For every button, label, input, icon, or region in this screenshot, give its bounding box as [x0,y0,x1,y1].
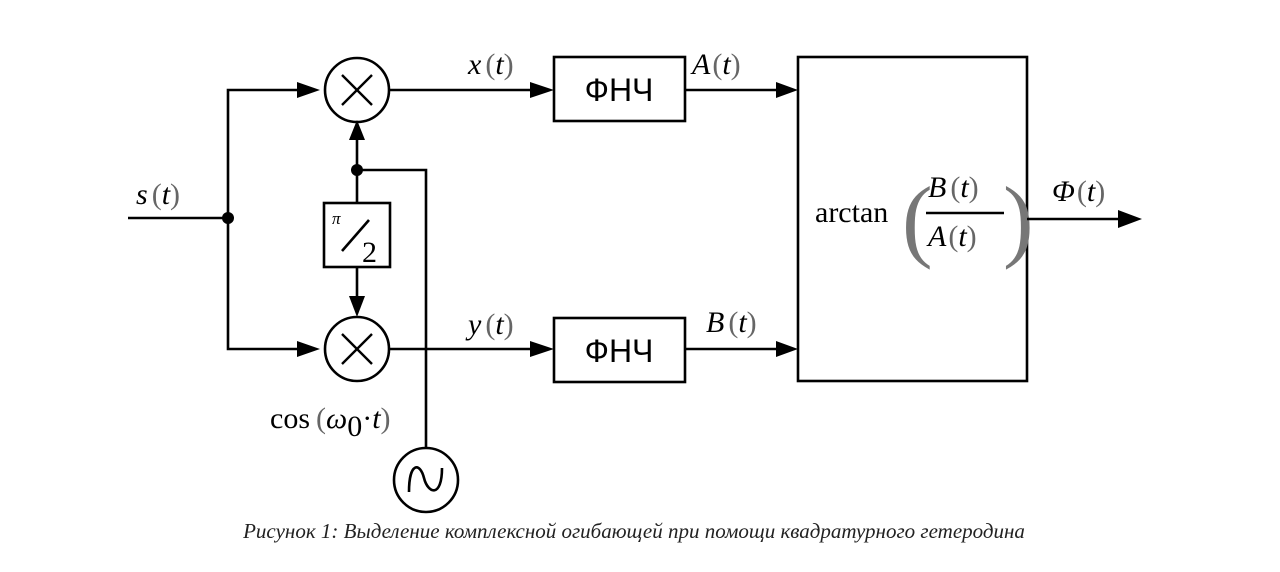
pi-label: π [332,209,341,228]
arrow-shift-to-bottom-mixer [349,296,365,317]
input-label: s(t) [136,178,180,211]
bottom-lowpass-filter: ФНЧ [552,316,687,384]
arrow-to-arctan-b [776,341,798,357]
fraction-slash [341,219,370,252]
input-signal: s(t) [128,178,234,224]
two-label: 2 [362,236,377,269]
arctan-denominator: A(t) [926,220,977,253]
a-signal-label: A(t) [690,48,741,81]
lpf-label: ФНЧ [585,72,654,108]
lpf-box [552,316,687,384]
oscillator-wire [357,168,428,448]
wire-to-top-mixer [226,88,315,218]
arrow-to-arctan-a [776,82,798,98]
arrow-lo-to-top-mixer [349,120,365,140]
lpf-label: ФНЧ [585,333,654,369]
arrow-to-bottom-mixer [297,341,320,357]
top-mixer [323,56,391,124]
arctan-block: arctan ( B(t) A(t) ) [796,55,1034,383]
bottom-mixer [323,315,391,383]
oscillator-label: cos(ω0·t) [270,402,391,443]
oscillator [392,446,460,514]
arrow-to-bottom-lpf [530,341,554,357]
arctan-label: arctan [815,196,888,229]
arctan-numerator: B(t) [928,171,979,204]
arrow-to-top-lpf [530,82,554,98]
arctan-box [796,55,1029,383]
arrow-to-top-mixer [297,82,320,98]
b-signal-label: B(t) [706,306,757,339]
phase-shift-block: π 2 [322,201,392,269]
figure-caption: Рисунок 1: Выделение комплексной огибающ… [242,519,1025,543]
x-signal-label: x(t) [467,48,514,81]
y-signal-label: y(t) [465,308,514,341]
output-label: Φ(t) [1052,175,1105,208]
top-lowpass-filter: ФНЧ [552,55,687,123]
left-paren: ( [902,168,933,270]
wire-to-bottom-mixer [226,218,315,351]
oscillator-circle [392,446,460,514]
output-arrow [1118,210,1142,228]
sine-wave-icon [407,466,444,493]
